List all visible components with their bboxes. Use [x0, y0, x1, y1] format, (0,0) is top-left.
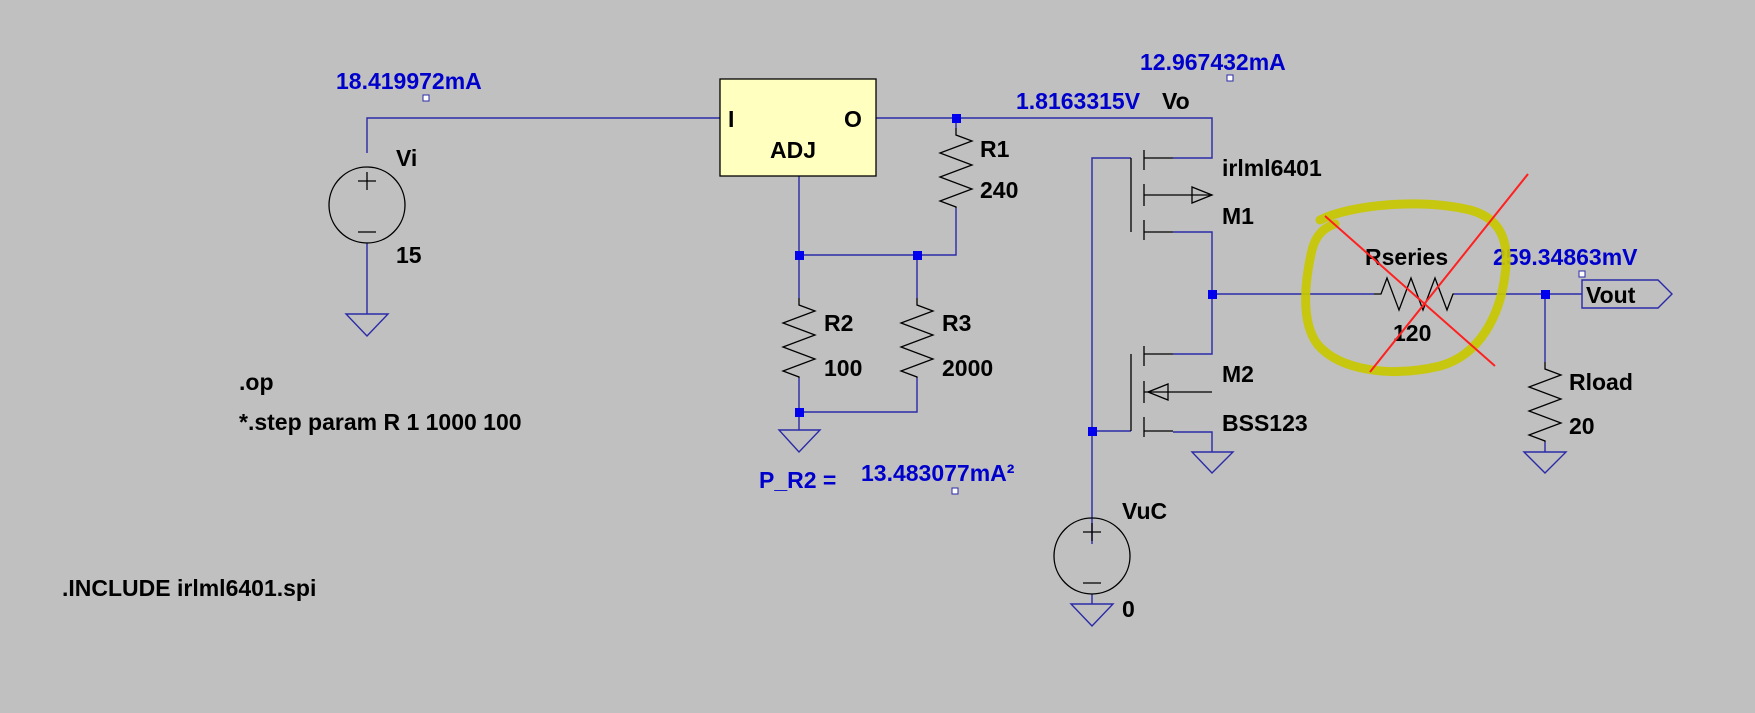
voltage-regulator-block[interactable]	[719, 78, 877, 177]
ground-symbol	[777, 429, 822, 454]
vout-voltage-readout: 259.34863mV	[1493, 244, 1638, 270]
regulator-out-pin: O	[844, 106, 862, 132]
m1-model: irlml6401	[1222, 155, 1322, 181]
voltage-source-vuc[interactable]	[1053, 517, 1131, 595]
r3-value: 2000	[942, 355, 993, 381]
directive-include[interactable]: .INCLUDE irlml6401.spi	[62, 575, 316, 601]
vuc-value: 0	[1122, 596, 1135, 622]
regulator-in-pin: I	[728, 106, 734, 132]
wire-m1-source[interactable]	[1173, 152, 1213, 159]
net-flag-vout[interactable]	[1581, 279, 1673, 309]
junction-dot	[913, 251, 922, 260]
rseries-name: Rseries	[1365, 244, 1448, 270]
resistor-r3[interactable]	[899, 298, 935, 378]
mosfet-m2[interactable]	[1130, 346, 1212, 437]
resistor-r2[interactable]	[781, 298, 817, 378]
vi-value: 15	[396, 242, 422, 268]
wire-r2-r3-bottom[interactable]	[798, 378, 918, 413]
r1-name: R1	[980, 136, 1010, 162]
regulator-adj-pin: ADJ	[770, 137, 816, 163]
m2-model: BSS123	[1222, 410, 1308, 436]
wire-m2-source[interactable]	[1173, 431, 1213, 452]
ground-symbol	[344, 313, 390, 338]
junction-nodes	[795, 114, 1550, 436]
directive-step[interactable]: *.step param R 1 1000 100	[239, 409, 522, 435]
m1-name: M1	[1222, 203, 1254, 229]
resistor-rseries[interactable]	[1374, 276, 1454, 312]
r2-name: R2	[824, 310, 853, 336]
vi-name: Vi	[396, 145, 417, 171]
wire-m2-drain[interactable]	[1173, 294, 1213, 355]
ground-symbol	[1522, 451, 1568, 474]
wires	[366, 117, 1582, 604]
junction-dot	[1541, 290, 1550, 299]
junction-dot	[795, 408, 804, 417]
junction-dot	[1088, 427, 1097, 436]
net-label-vout: Vout	[1586, 282, 1636, 308]
rload-name: Rload	[1569, 369, 1633, 395]
resistor-rload[interactable]	[1527, 362, 1563, 442]
probe-marker[interactable]	[951, 487, 959, 495]
m1-current-readout: 12.967432mA	[1140, 49, 1286, 75]
probe-marker[interactable]	[422, 94, 430, 102]
p-r2-value: 13.483077mA²	[861, 460, 1015, 486]
r3-name: R3	[942, 310, 971, 336]
cross-out-markup	[1369, 173, 1529, 373]
wire-m1-drain[interactable]	[1173, 231, 1213, 294]
rseries-value: 120	[1393, 320, 1431, 346]
cross-out-markup	[1324, 215, 1496, 367]
vuc-name: VuC	[1122, 498, 1167, 524]
ground-symbol	[1190, 451, 1235, 475]
wire-gates[interactable]	[1091, 157, 1131, 544]
mosfet-m1[interactable]	[1130, 150, 1214, 240]
rload-value: 20	[1569, 413, 1595, 439]
r1-value: 240	[980, 177, 1018, 203]
resistor-r1[interactable]	[938, 128, 974, 208]
junction-dot	[795, 251, 804, 260]
ground-symbol	[1069, 603, 1115, 628]
r2-value: 100	[824, 355, 862, 381]
voltage-source-vi[interactable]	[328, 166, 406, 244]
junction-dot	[1208, 290, 1217, 299]
wire-vi-to-reg[interactable]	[366, 117, 720, 153]
highlight-circle-markup	[1301, 199, 1511, 376]
probe-marker[interactable]	[1578, 270, 1586, 278]
vi-current-readout: 18.419972mA	[336, 68, 482, 94]
m2-name: M2	[1222, 361, 1254, 387]
vo-voltage-readout: 1.8163315V	[1016, 88, 1141, 114]
p-r2-label: P_R2 =	[759, 467, 836, 493]
junction-dot	[952, 114, 961, 123]
wire-reg-out[interactable]	[876, 117, 1213, 152]
wire-r1-bottom[interactable]	[799, 208, 957, 256]
directive-op[interactable]: .op	[239, 369, 274, 395]
net-label-vo: Vo	[1162, 88, 1190, 114]
probe-marker[interactable]	[1226, 74, 1234, 82]
